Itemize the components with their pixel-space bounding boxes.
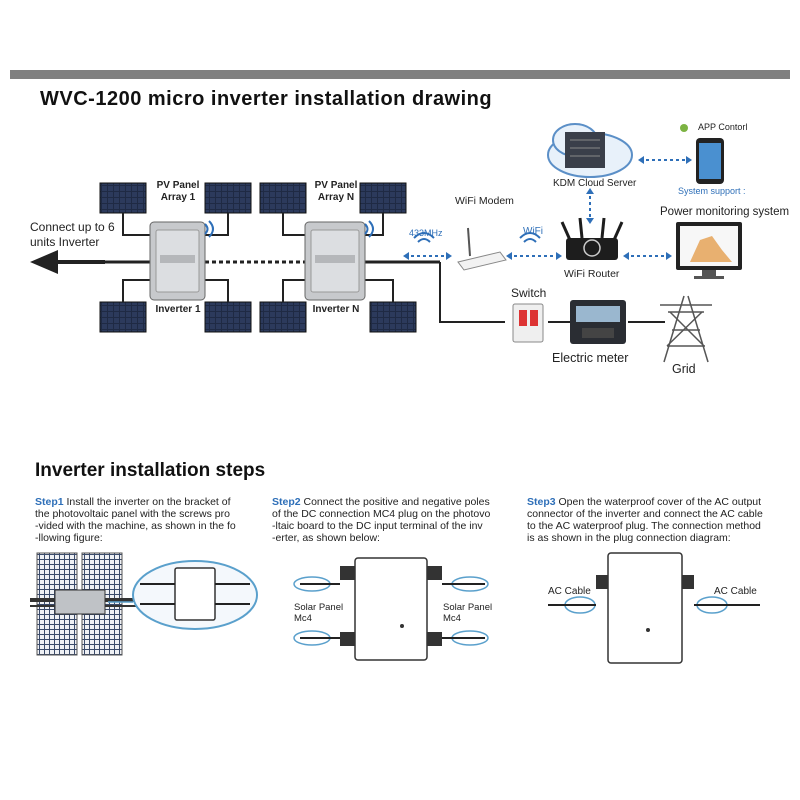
inverter-1-unit <box>149 221 206 301</box>
step3-tag: Step3 <box>527 496 556 508</box>
step2-line: of the DC connection MC4 plug on the pho… <box>272 508 491 520</box>
wifi-signal-icon <box>204 220 374 238</box>
top-divider <box>10 70 790 79</box>
electric-meter-label: Electric meter <box>552 351 629 365</box>
step1-line: Install the inverter on the bracket of <box>63 496 231 508</box>
step2-line: -erter, as shown below: <box>272 532 380 544</box>
monitor-icon <box>676 222 742 279</box>
solar-panel-label: Solar Panel <box>443 602 493 613</box>
array1-label-line1: PV Panel <box>156 180 200 191</box>
wifi-modem-label: WiFi Modem <box>455 195 514 207</box>
page-title: WVC-1200 micro inverter installation dra… <box>40 88 493 110</box>
connect-label: Connect up to 6 units Inverter <box>30 220 115 250</box>
solar-panel <box>259 182 307 214</box>
step1-line: the photovoltaic panel with the screws p… <box>35 508 230 520</box>
solar-panel-group-n <box>259 182 417 333</box>
electric-meter-device <box>570 300 626 344</box>
solar-panel <box>204 182 252 214</box>
smartphone-icon <box>680 124 724 184</box>
step3-text: Step3 Open the waterproof cover of the A… <box>527 496 787 544</box>
solar-panel <box>369 301 417 333</box>
step3-line: is as shown in the plug connection diagr… <box>527 532 731 544</box>
wifi-router-device <box>560 217 624 260</box>
system-support-label: System support : <box>678 186 746 196</box>
step1-line: -vided with the machine, as shown in the… <box>35 520 236 532</box>
solar-panel <box>99 301 147 333</box>
step2-tag: Step2 <box>272 496 301 508</box>
cloud-server-icon <box>547 123 633 178</box>
cloud-server-label: KDM Cloud Server <box>553 178 637 189</box>
connect-label-line2: units Inverter <box>30 235 100 249</box>
arrayn-label: PV Panel Array N <box>306 180 366 204</box>
connect-label-line1: Connect up to 6 <box>30 220 115 234</box>
array1-label: PV Panel Array 1 <box>150 180 206 204</box>
invertern-label: Inverter N <box>312 304 360 315</box>
arrayn-label-line1: PV Panel <box>314 180 358 191</box>
app-control-label: APP Contorl <box>698 122 748 132</box>
arrayn-label-line2: Array N <box>317 192 355 203</box>
step3-line: to the AC waterproof plug. The connectio… <box>527 520 761 532</box>
solar-panel <box>259 301 307 333</box>
grid-label: Grid <box>672 362 696 376</box>
solar-panel <box>204 301 252 333</box>
step1-tag: Step1 <box>35 496 64 508</box>
step3-line: connector of the inverter and connect th… <box>527 508 763 520</box>
frequency-label: 433MHz <box>409 228 443 238</box>
solar-panel <box>99 182 147 214</box>
mc4-label: Mc4 <box>443 613 461 624</box>
ac-cable-left-label: AC Cable <box>548 586 591 597</box>
arrow-left-icon <box>30 250 105 274</box>
inverter-n-unit <box>304 221 366 301</box>
switch-label: Switch <box>511 286 547 300</box>
array1-label-line2: Array 1 <box>160 192 196 203</box>
wifi-signal-icon <box>413 232 541 243</box>
wifi-label: WiFi <box>523 226 543 237</box>
ac-cable-right-label: AC Cable <box>714 586 757 597</box>
step2-line: -ltaic board to the DC input terminal of… <box>272 520 483 532</box>
step1-line: -llowing figure: <box>35 532 103 544</box>
solar-panel <box>359 182 407 214</box>
solar-panel-group-1 <box>99 182 252 333</box>
step1-text: Step1 Install the inverter on the bracke… <box>35 496 260 544</box>
step3-line: Open the waterproof cover of the AC outp… <box>555 496 762 508</box>
monitoring-label: Power monitoring system <box>660 206 790 218</box>
steps-title: Inverter installation steps <box>35 460 266 481</box>
transmission-tower-icon <box>660 295 712 363</box>
mc4-label: Mc4 <box>294 613 312 624</box>
step2-right-label: Solar Panel Mc4 <box>443 602 492 624</box>
inverter1-label: Inverter 1 <box>155 304 201 315</box>
step3-figure <box>548 552 760 664</box>
step2-line: Connect the positive and negative poles <box>300 496 490 508</box>
wifi-modem-device <box>457 227 507 271</box>
step2-left-label: Solar Panel Mc4 <box>294 602 343 624</box>
step2-figure <box>293 557 489 661</box>
step2-text: Step2 Connect the positive and negative … <box>272 496 517 544</box>
wireless-links <box>405 159 690 257</box>
step1-figure <box>30 552 258 656</box>
wifi-router-label: WiFi Router <box>564 268 620 280</box>
solar-panel-label: Solar Panel <box>294 602 344 613</box>
switch-device <box>512 303 544 343</box>
